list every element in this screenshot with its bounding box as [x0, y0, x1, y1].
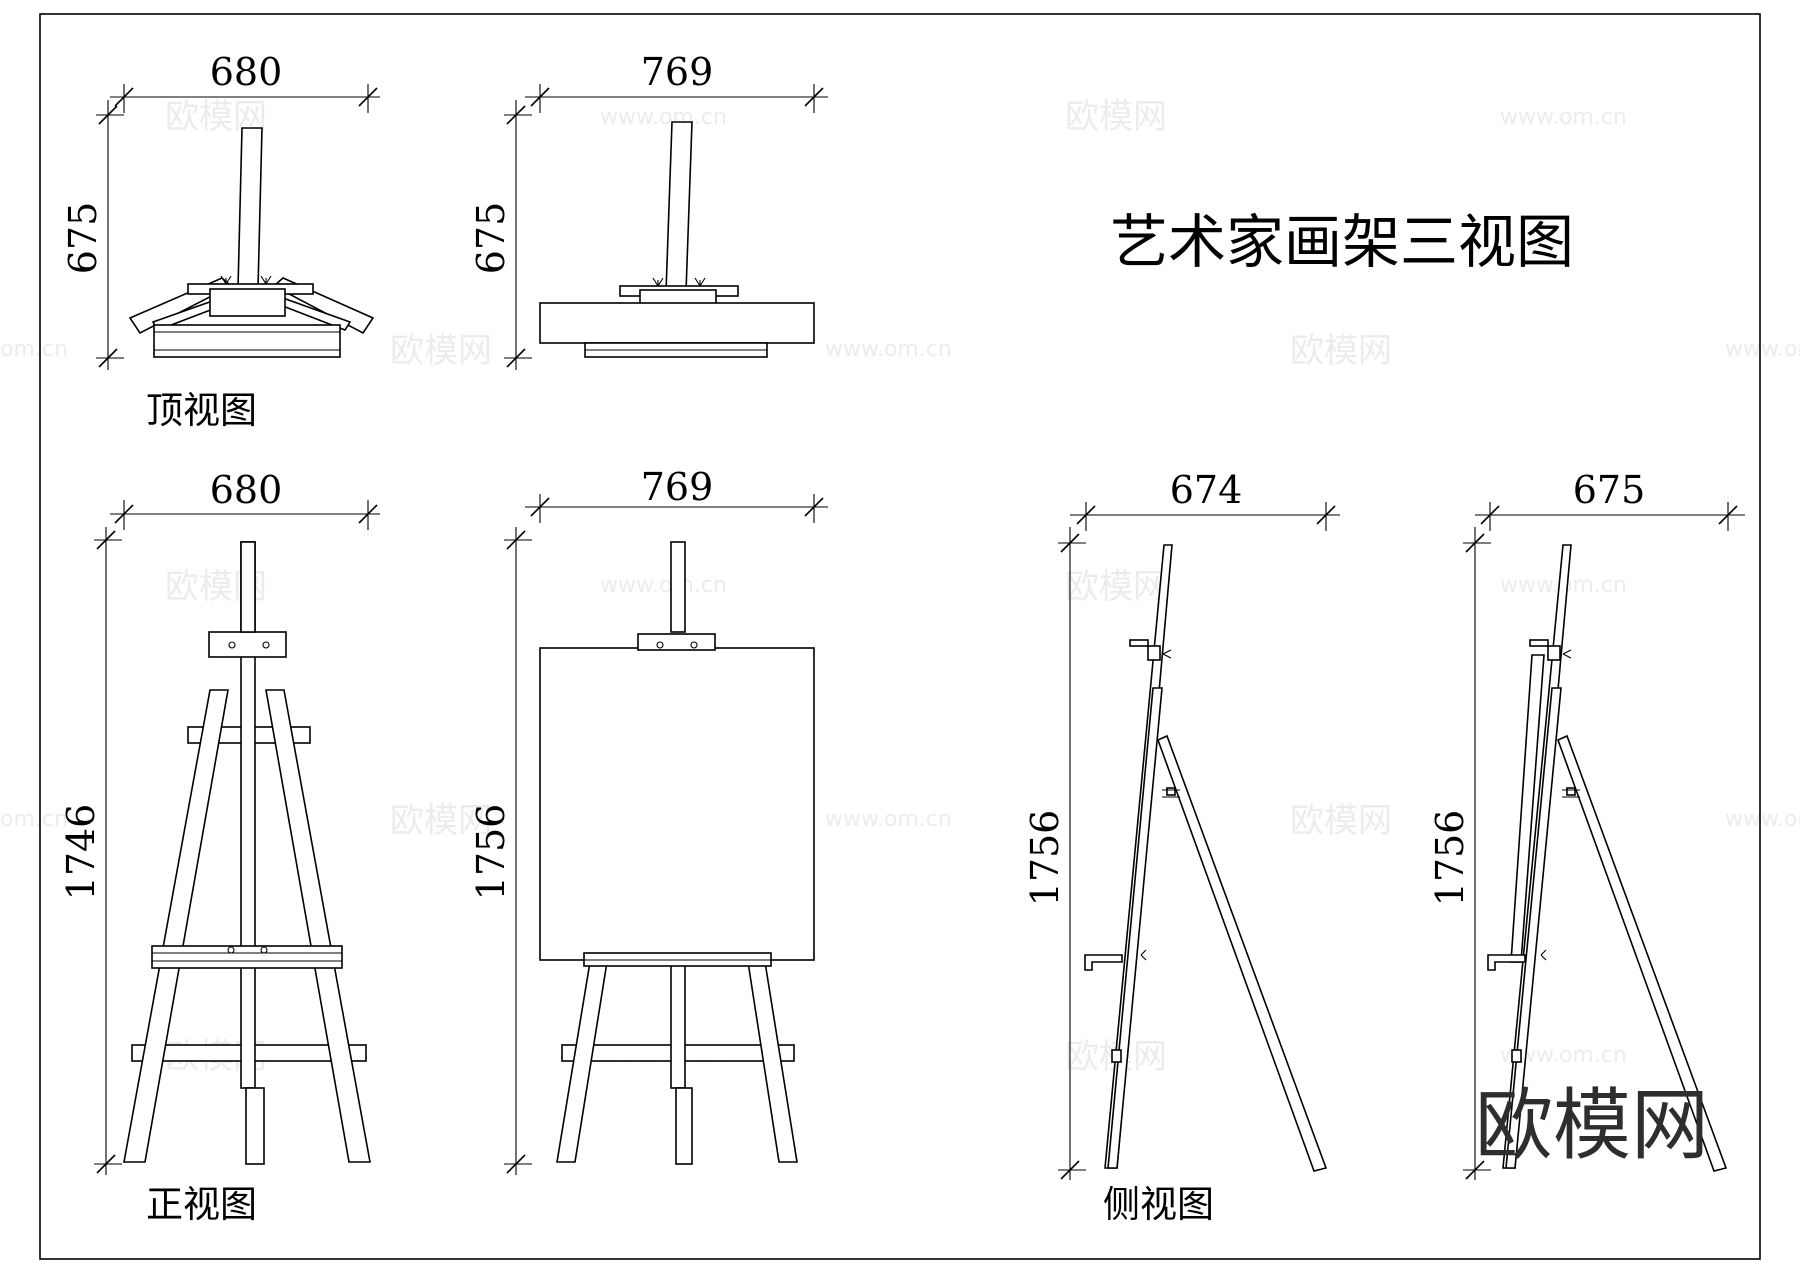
dimension-height: 1756 [1428, 527, 1491, 1180]
dim-label: 680 [210, 468, 283, 512]
watermark-brand: 欧模网 [1290, 801, 1392, 841]
dimension-width: 680 [110, 50, 380, 113]
top-view-left: 680 675 [61, 50, 380, 370]
watermark-url: www.om.cn [1725, 337, 1800, 362]
dimension-width: 680 [110, 468, 380, 530]
dim-label: 1756 [1023, 810, 1067, 907]
dimension-width: 675 [1475, 468, 1745, 531]
label-front-view: 正视图 [146, 1183, 257, 1226]
watermark-url: om.cn [0, 337, 68, 362]
dimension-height: 1756 [469, 527, 532, 1175]
watermark-url: www.om.cn [600, 105, 727, 130]
watermark-url: www.om.cn [825, 807, 952, 832]
front-view-right: 769 1756 [469, 465, 828, 1175]
dim-label: 769 [641, 50, 714, 94]
dim-label: 674 [1170, 468, 1243, 512]
dimension-depth: 675 [469, 100, 532, 370]
watermark-url: www.om.cn [600, 573, 727, 598]
side-view-left: 674 1756 [1023, 468, 1340, 1180]
dim-label: 680 [210, 50, 283, 94]
watermark-url: om.cn [0, 807, 68, 832]
dim-label: 675 [1573, 468, 1646, 512]
sheet-border [39, 13, 1761, 1260]
watermark-url: www.om.cn [825, 337, 952, 362]
label-side-view: 侧视图 [1103, 1183, 1214, 1226]
dimension-height: 1756 [1023, 527, 1086, 1180]
dim-label: 675 [61, 202, 105, 275]
side-view-right: 675 1756 [1428, 468, 1745, 1180]
watermark-brand: 欧模网 [1065, 97, 1167, 137]
dim-label: 1756 [1428, 810, 1472, 907]
top-view-right: 769 675 [469, 50, 828, 370]
dim-label: 1746 [59, 804, 103, 901]
watermark-brand-large: 欧模网 [1475, 1081, 1709, 1171]
drawing-title: 艺术家画架三视图 [1110, 208, 1574, 276]
watermark-url: www.om.cn [1500, 105, 1627, 130]
dimension-depth: 675 [61, 100, 124, 370]
watermark-url: www.om.cn [1725, 807, 1800, 832]
label-top-view: 顶视图 [146, 389, 257, 432]
dimension-width: 769 [525, 50, 828, 113]
watermark-brand: 欧模网 [1290, 331, 1392, 371]
dimension-height: 1746 [59, 527, 122, 1175]
watermark-brand: 欧模网 [1065, 567, 1167, 607]
dimension-width: 674 [1070, 468, 1340, 531]
dim-label: 1756 [469, 804, 513, 901]
dim-label: 675 [469, 202, 513, 275]
dim-label: 769 [641, 465, 714, 509]
watermark-brand: 欧模网 [390, 331, 492, 371]
dimension-width: 769 [525, 465, 828, 523]
front-view-left: 680 1746 [59, 468, 380, 1175]
watermark-brand: 欧模网 [390, 801, 492, 841]
